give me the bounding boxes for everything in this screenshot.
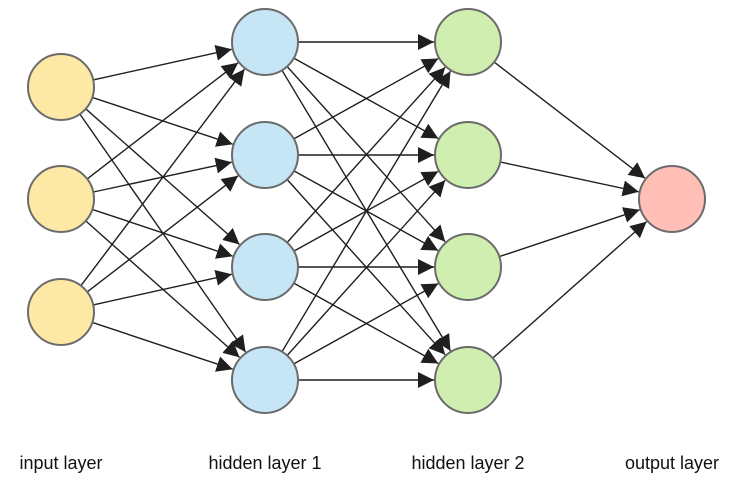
edge-hidden1-3-to-hidden2-1 [286, 66, 446, 243]
hidden1-node-1 [231, 8, 299, 76]
edge-input-3-to-hidden1-2 [86, 175, 239, 293]
edge-hidden1-4-to-hidden2-2 [286, 179, 446, 356]
hidden2-node-2 [434, 121, 502, 189]
edge-input-3-to-hidden1-3 [93, 269, 232, 306]
hidden1-node-4 [231, 346, 299, 414]
output-node-1 [638, 165, 706, 233]
edge-input-2-to-hidden1-1 [86, 62, 239, 180]
edge-hidden2-1-to-output-1 [493, 61, 646, 179]
edge-hidden2-4-to-output-1 [492, 221, 648, 359]
edge-input-2-to-hidden1-3 [92, 208, 233, 259]
connection-edges [79, 34, 648, 388]
layer-label-output: output layer [624, 453, 720, 473]
edge-input-3-to-hidden1-4 [92, 321, 233, 372]
edge-hidden1-4-to-hidden2-3 [293, 282, 439, 365]
edge-hidden2-3-to-output-1 [499, 207, 640, 258]
layer-label-hidden-1: hidden layer 1 [208, 453, 322, 473]
hidden1-node-3 [231, 233, 299, 301]
input-node-3 [27, 278, 95, 346]
edge-hidden2-2-to-output-1 [500, 161, 639, 197]
edge-hidden1-2-to-hidden2-1 [293, 57, 439, 140]
input-node-2 [27, 165, 95, 233]
neuron-nodes [27, 8, 706, 414]
input-node-1 [27, 53, 95, 121]
hidden2-node-4 [434, 346, 502, 414]
layer-label-input: input layer [19, 453, 103, 473]
edge-input-3-to-hidden1-1 [80, 68, 246, 287]
edge-input-1-to-hidden1-1 [93, 44, 232, 81]
edge-hidden1-4-to-hidden2-1 [281, 70, 452, 353]
hidden2-node-3 [434, 233, 502, 301]
hidden2-node-1 [434, 8, 502, 76]
hidden1-node-2 [231, 121, 299, 189]
layer-label-hidden-2: hidden layer 2 [411, 453, 525, 473]
